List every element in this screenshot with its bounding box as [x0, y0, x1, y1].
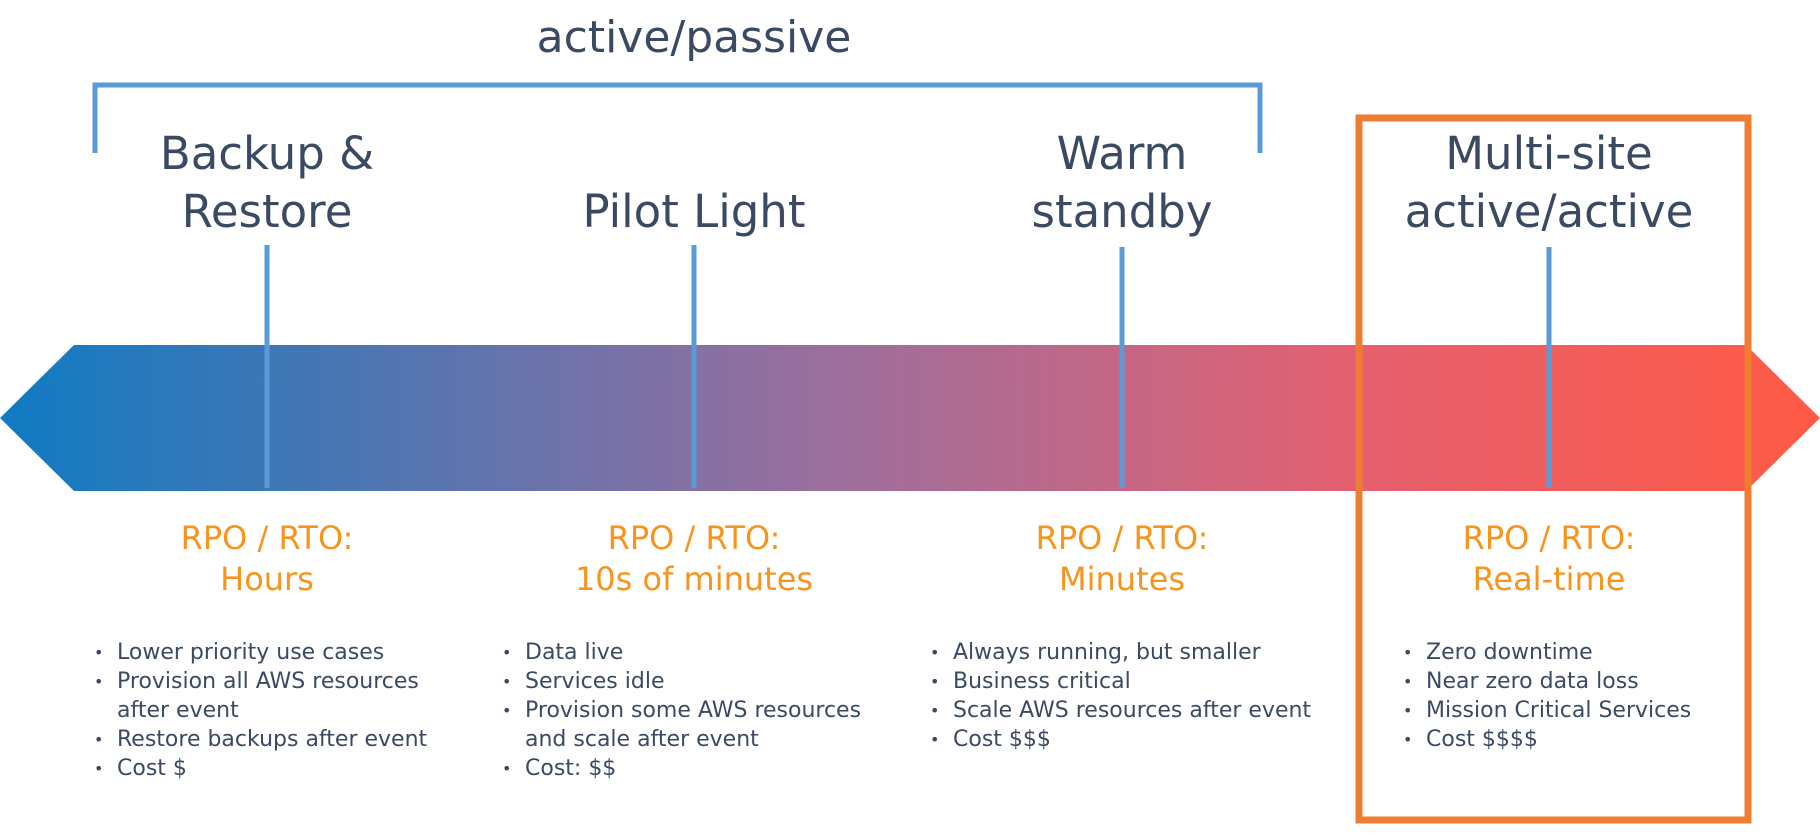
strategy-title-line: Restore [181, 185, 353, 238]
rpo-rto-value: Real-time [1472, 560, 1626, 598]
list-item: Near zero data loss [1402, 667, 1691, 696]
list-item: Cost: $$ [501, 754, 861, 783]
strategy-title-line: Backup & [159, 127, 375, 180]
strategy-title-line: Pilot Light [582, 185, 806, 238]
list-item: Services idle [501, 667, 861, 696]
strategy-title-backup-restore: Backup & Restore [67, 125, 467, 241]
rpo-rto-value: Minutes [1059, 560, 1185, 598]
list-item: Data live [501, 638, 861, 667]
rpo-rto-pilot-light: RPO / RTO: 10s of minutes [494, 518, 894, 600]
list-item: Cost $$$ [929, 725, 1311, 754]
list-item: Mission Critical Services [1402, 696, 1691, 725]
rpo-rto-label: RPO / RTO: [1035, 519, 1209, 557]
rpo-rto-value: Hours [220, 560, 314, 598]
list-item: Cost $$$$ [1402, 725, 1691, 754]
list-item: Cost $ [93, 754, 427, 783]
list-item: Business critical [929, 667, 1311, 696]
list-item-continuation: and scale after event [525, 727, 759, 752]
list-item: Restore backups after event [93, 725, 427, 754]
list-item: Zero downtime [1402, 638, 1691, 667]
strategy-title-line: standby [1031, 185, 1213, 238]
rpo-rto-label: RPO / RTO: [1462, 519, 1636, 557]
rpo-rto-backup-restore: RPO / RTO: Hours [67, 518, 467, 600]
bullet-list-multi-site: Zero downtime Near zero data loss Missio… [1402, 638, 1691, 754]
strategy-title-warm-standby: Warm standby [922, 125, 1322, 241]
bullet-list-backup-restore: Lower priority use cases Provision all A… [93, 638, 427, 783]
list-item: Lower priority use cases [93, 638, 427, 667]
spectrum-arrow [0, 345, 1820, 491]
strategy-title-pilot-light: Pilot Light [494, 183, 894, 241]
highlight-box-multi-site [1355, 114, 1752, 824]
active-passive-label: active/passive [536, 12, 852, 63]
list-item: Provision some AWS resources [501, 696, 861, 725]
strategy-title-line: Multi-site [1445, 127, 1653, 180]
strategy-title-line: active/active [1404, 185, 1694, 238]
strategy-title-multi-site: Multi-site active/active [1349, 125, 1749, 241]
list-item-continuation: after event [117, 698, 239, 723]
list-item: Scale AWS resources after event [929, 696, 1311, 725]
strategy-title-line: Warm [1056, 127, 1188, 180]
rpo-rto-label: RPO / RTO: [607, 519, 781, 557]
list-item: Always running, but smaller [929, 638, 1311, 667]
list-item: Provision all AWS resources [93, 667, 427, 696]
rpo-rto-label: RPO / RTO: [180, 519, 354, 557]
bullet-list-pilot-light: Data live Services idle Provision some A… [501, 638, 861, 783]
rpo-rto-value: 10s of minutes [574, 560, 814, 598]
active-passive-bracket [92, 82, 1263, 153]
bullet-list-warm-standby: Always running, but smaller Business cri… [929, 638, 1311, 754]
rpo-rto-multi-site: RPO / RTO: Real-time [1349, 518, 1749, 600]
rpo-rto-warm-standby: RPO / RTO: Minutes [922, 518, 1322, 600]
